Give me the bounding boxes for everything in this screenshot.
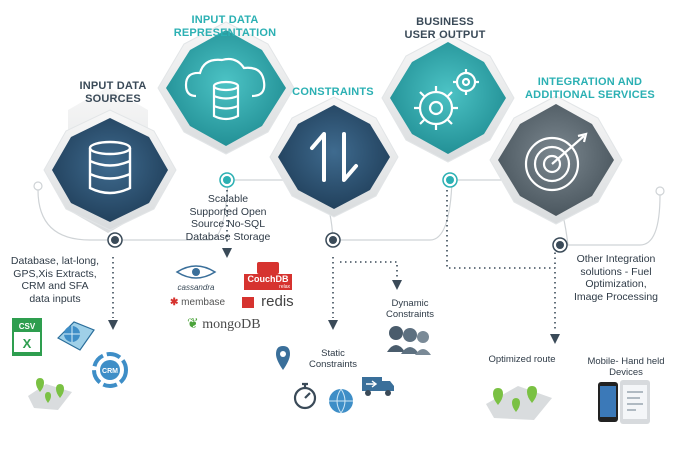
devices-label: Mobile- Hand held Devices — [587, 356, 665, 378]
stage-1-hexagon — [43, 87, 177, 233]
stage-3-title-line-1: CONSTRAINTS — [292, 86, 374, 98]
stage-3-hexagon — [269, 96, 399, 218]
couchdb-sub-label: relax — [244, 284, 292, 290]
up-down-arrows-icon — [310, 132, 358, 182]
stopwatch-icon — [293, 382, 317, 410]
mongodb-label: mongoDB — [202, 317, 261, 332]
stage-1-description: Database, lat-long, GPS,Xis Extracts, CR… — [10, 255, 100, 305]
stage-5-title: INTEGRATION AND ADDITIONAL SERVICES — [510, 76, 670, 102]
stage-2-title-line-1: INPUT DATA — [191, 14, 259, 26]
arrow-heads — [108, 248, 560, 344]
stage-3-title: CONSTRAINTS — [278, 86, 388, 99]
dotted-connectors — [112, 190, 556, 332]
stage-1-title-line-2: SOURCES — [85, 93, 141, 105]
redis-cube-icon — [242, 296, 254, 308]
couchdb-mark-icon — [257, 262, 279, 274]
stage-4-title: BUSINESS USER OUTPUT — [385, 16, 505, 42]
stage-2-title: INPUT DATA REPRESENTATION — [160, 14, 290, 40]
membase-mark-icon: ✱ — [170, 297, 179, 308]
cloud-database-icon — [184, 57, 266, 121]
stage-5-description: Other Integration solutions - Fuel Optim… — [573, 253, 659, 303]
eye-icon — [175, 265, 217, 279]
location-pin-icon — [276, 346, 290, 370]
membase-logo: ✱ membase — [170, 297, 225, 308]
truck-icon — [362, 377, 394, 396]
cassandra-logo: cassandra — [167, 264, 225, 292]
mongodb-logo: ❦ mongoDB — [187, 316, 261, 333]
svg-text:X: X — [23, 336, 32, 351]
membase-label: membase — [181, 297, 226, 308]
stage-4-title-line-2: USER OUTPUT — [404, 29, 486, 41]
gears-icon — [414, 69, 479, 130]
csv-file-icon: CSV X — [12, 318, 42, 356]
timeline-end-dot — [655, 186, 665, 196]
stage-1-title-line-1: INPUT DATA — [79, 80, 147, 92]
crm-cycle-icon: CRM — [92, 352, 128, 388]
stage-1-title: INPUT DATA SOURCES — [48, 80, 178, 106]
stage-5-title-line-1: INTEGRATION AND — [537, 76, 643, 88]
cassandra-label: cassandra — [177, 283, 215, 292]
database-icon — [88, 140, 132, 195]
globe-icon — [329, 388, 353, 414]
svg-text:CSV: CSV — [19, 322, 36, 331]
people-icon — [387, 326, 431, 355]
target-icon — [524, 132, 588, 192]
redis-logo: redis — [242, 293, 294, 310]
stage-5-title-line-2: ADDITIONAL SERVICES — [525, 89, 655, 101]
stage-2-hexagon — [157, 21, 295, 155]
mongodb-leaf-icon: ❦ — [187, 317, 199, 332]
svg-text:CRM: CRM — [102, 368, 118, 375]
stage-4-title-line-1: BUSINESS — [416, 16, 474, 28]
stage-2-title-line-2: REPRESENTATION — [173, 27, 277, 39]
smartphone-icon — [598, 380, 650, 424]
gps-map-icon — [28, 378, 72, 410]
redis-label: redis — [261, 293, 294, 310]
route-map-icon — [486, 386, 552, 420]
static-constraints-label: Static Constraints — [308, 348, 358, 370]
couchdb-label: CouchDB — [244, 274, 292, 284]
dynamic-constraints-label: Dynamic Constraints — [385, 298, 435, 320]
couchdb-logo: CouchDB relax — [244, 262, 292, 290]
stage-2-description: Scalable Supported Open Source No-SQL Da… — [185, 193, 271, 243]
optimized-route-label: Optimized route — [488, 354, 556, 365]
timeline-end-dot — [33, 181, 43, 191]
map-icon — [57, 321, 95, 351]
